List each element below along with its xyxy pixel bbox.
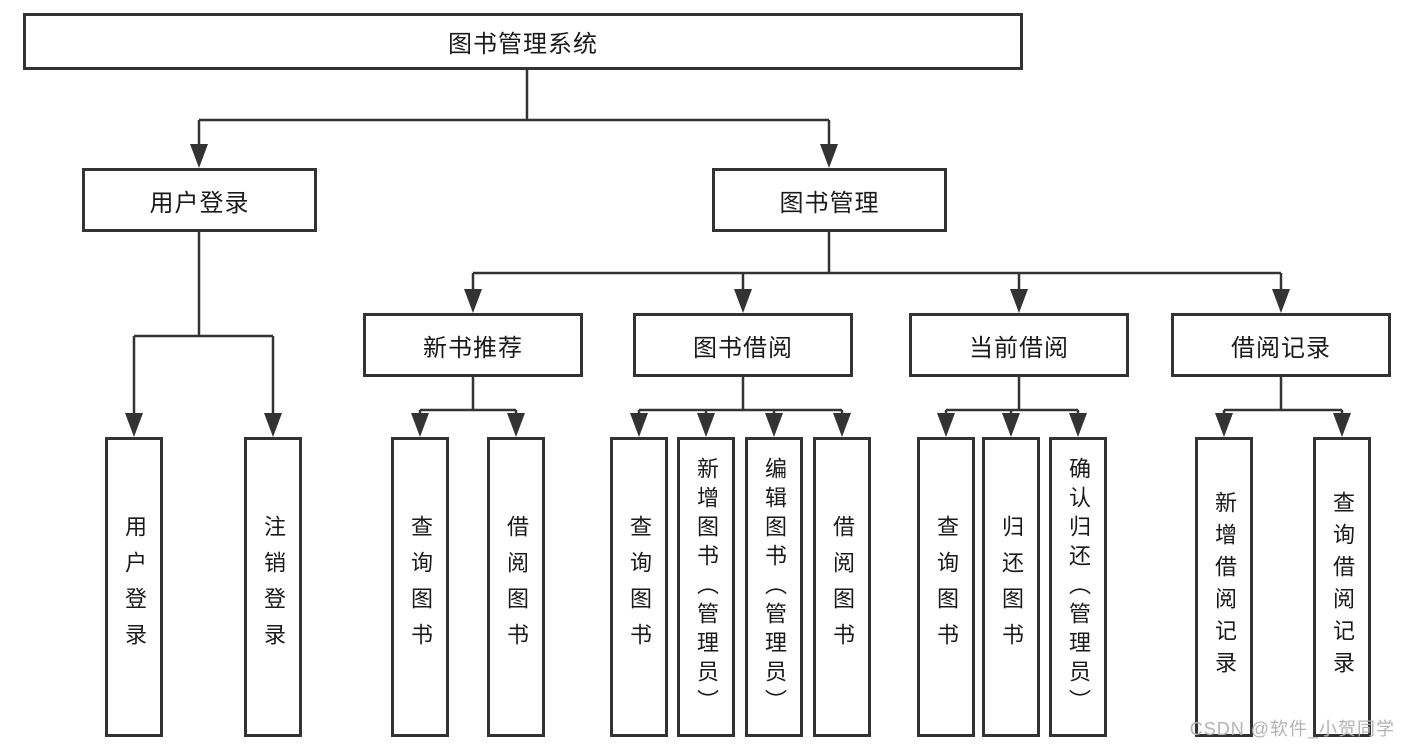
node-root: 图书管理系统 [23,13,1023,70]
node-current-borrow: 当前借阅 [909,313,1129,377]
leaf-confirm-return-admin: 确认归还（管理员） [1049,437,1107,737]
leaf-logout: 注销登录 [244,437,302,737]
connector-user-login-to-leaves [125,232,282,437]
node-user-login: 用户登录 [82,168,317,232]
leaf-return-books: 归还图书 [982,437,1040,737]
leaf-edit-books-admin: 编辑图书（管理员） [745,437,803,737]
connector-root-to-level2 [190,70,838,168]
leaf-borrow-books-1: 借阅图书 [487,437,545,737]
node-book-mgmt: 图书管理 [712,168,947,232]
leaf-user-login: 用户登录 [105,437,163,737]
connector-book-borrow-to-leaves [630,377,851,437]
connector-book-mgmt-to-level3 [464,232,1290,313]
connector-new-books-to-leaves [411,377,525,437]
leaf-add-borrow-record: 新增借阅记录 [1195,437,1253,737]
leaf-query-books-3: 查询图书 [917,437,975,737]
leaf-add-books-admin: 新增图书（管理员） [677,437,735,737]
leaf-query-books-1: 查询图书 [391,437,449,737]
leaf-query-books-2: 查询图书 [610,437,668,737]
node-borrow-records: 借阅记录 [1171,313,1391,377]
connector-borrow-records-to-leaves [1215,377,1351,437]
connector-current-borrow-to-leaves [937,377,1087,437]
node-new-books: 新书推荐 [363,313,583,377]
node-book-borrow: 图书借阅 [633,313,853,377]
leaf-query-borrow-record: 查询借阅记录 [1313,437,1371,737]
leaf-borrow-books-2: 借阅图书 [813,437,871,737]
watermark: CSDN @软件_小贺同学 [1189,719,1395,739]
